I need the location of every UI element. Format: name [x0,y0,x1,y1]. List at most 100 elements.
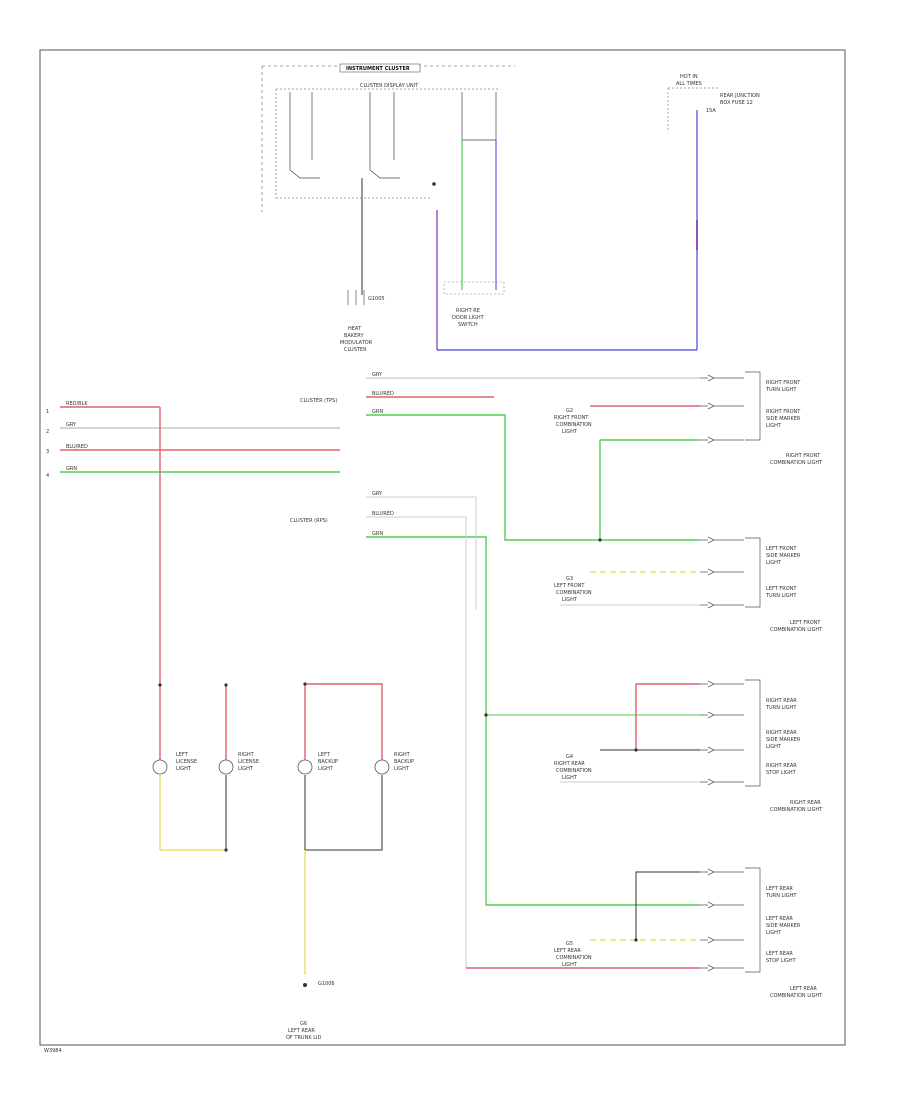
lr-item-1: LEFT REAR [766,886,793,892]
lr-item-4: SIDE MARKER [766,923,801,929]
rf-item-1: RIGHT FRONT [766,380,801,386]
connector-pin-8 [700,711,744,719]
cluster-connectors: CLUSTER (TPS) CLUSTER (RPS) GRY BLU/RED … [290,372,700,969]
instrument-cluster-block: INSTRUMENT CLUSTER CLUSTER DISPLAY UNIT [261,63,515,212]
lr-item-3: LEFT REAR [766,916,793,922]
rf-ground-note-3: COMBINATION [556,422,592,428]
input-num-1: 1 [46,409,49,415]
rr-item-1: RIGHT REAR [766,698,797,704]
connector-pins [700,374,744,972]
right-front-combination-light: G2 RIGHT FRONT COMBINATION LIGHT RIGHT F… [554,371,823,542]
rf-ground-note-2: RIGHT FRONT [554,415,589,421]
ground-left-line-1: HEAT [348,326,362,332]
lf-item-5: TURN LIGHT [765,593,797,599]
input-num-4: 4 [46,473,49,479]
footer-code: W3984 [44,1048,62,1054]
connector-pin-9 [700,746,744,754]
fuse-label-1: HOT IN [680,74,698,80]
lr-ground-note-2: LEFT REAR [554,948,581,954]
lr-title-1: LEFT REAR [790,986,817,992]
input-num-3: 3 [46,449,49,455]
lf-ground-note-3: COMBINATION [556,590,592,596]
bulb-4-label-2: BACKUP [394,759,414,765]
license-backup-lights: LEFT LICENSE LIGHT RIGHT LICENSE LIGHT L… [152,407,414,975]
lr-item-2: TURN LIGHT [765,893,797,899]
bulb-3-label-3: LIGHT [318,766,334,772]
bulb-1-label-2: LICENSE [176,759,197,765]
input-code-3: BLU/RED [66,444,88,450]
bulb-left-license [152,759,168,775]
diagram-frame [39,49,846,1046]
bulb-right-license [218,759,234,775]
rf-item-3: RIGHT FRONT [766,409,801,415]
rr-ground-note-2: RIGHT REAR [554,761,585,767]
rf-item-2: TURN LIGHT [765,387,797,393]
lf-ground-note-2: LEFT FRONT [554,583,585,589]
rf-ground-note-4: LIGHT [562,429,578,435]
connector-pin-3 [700,436,744,444]
bottom-ground-3: OF TRUNK LID [286,1035,321,1041]
rr-item-2: TURN LIGHT [765,705,797,711]
lr-ground-note-4: LIGHT [562,962,578,968]
bulb-1-label-3: LIGHT [176,766,192,772]
rf-item-4: SIDE MARKER [766,416,801,422]
ground-left-line-4: CLUSTER [344,347,367,353]
ground-code-label: G1005 [368,296,385,302]
bulb-right-backup [374,759,390,775]
bulb-4-label-3: LIGHT [394,766,410,772]
fuse-label-3: REAR JUNCTION [720,93,760,99]
bulb-2-label-3: LIGHT [238,766,254,772]
fuse-label-4: BOX FUSE 12 [720,100,753,106]
bottom-ground-2: LEFT REAR [288,1028,315,1034]
bulb-3-label-1: LEFT [318,752,331,758]
lf-item-1: LEFT FRONT [766,546,797,552]
connector-pin-6 [700,601,744,609]
connector-pin-2 [700,402,744,410]
c2-wire-2: BLU/RED [372,511,394,517]
c1-wire-1: GRY [372,372,383,378]
input-code-2: GRY [66,422,77,428]
lf-ground-note-1: G3 [566,576,573,582]
bulb-left-backup [297,759,313,775]
c1-wire-3: GRN [372,409,383,415]
lr-ground-note-1: G5 [566,941,573,947]
input-code-1: RED/BLK [66,401,88,407]
lf-item-2: SIDE MARKER [766,553,801,559]
connector-pin-1 [700,374,744,382]
blue-feed-loop [436,110,698,351]
connector-pin-7 [700,680,744,688]
bulb-4-label-1: RIGHT [394,752,411,758]
lf-ground-note-4: LIGHT [562,597,578,603]
right-rear-combination-light: G4 RIGHT REAR COMBINATION LIGHT RIGHT RE… [554,679,823,813]
rear-junction-box: HOT IN ALL TIMES REAR JUNCTION BOX FUSE … [667,74,760,132]
left-input-bus: 1 2 3 4 RED/BLK GRY BLU/RED GRN [46,401,340,479]
rr-title-2: COMBINATION LIGHT [770,807,823,813]
connector-pin-13 [700,936,744,944]
connector-pin-14 [700,964,744,972]
fuse-label-2: ALL TIMES [676,81,702,87]
rr-ground-note-4: LIGHT [562,775,578,781]
lf-title-2: COMBINATION LIGHT [770,627,823,633]
bottom-ground-code: G1006 [318,981,335,987]
door-switch-label-1: RIGHT RE [456,308,480,314]
lf-item-3: LIGHT [766,560,782,566]
rr-ground-note-3: COMBINATION [556,768,592,774]
rf-title-1: RIGHT FRONT [786,453,821,459]
rr-item-4: SIDE MARKER [766,737,801,743]
c2-wire-3: GRN [372,531,383,537]
input-num-2: 2 [46,429,49,435]
lr-item-5: LIGHT [766,930,782,936]
input-code-4: GRN [66,466,77,472]
cluster-header-label: INSTRUMENT CLUSTER [346,66,410,72]
connector-c1-label: CLUSTER (TPS) [300,398,337,404]
lr-item-7: STOP LIGHT [766,958,797,964]
left-rear-combination-light: G5 LEFT REAR COMBINATION LIGHT LEFT REAR… [554,867,823,999]
ground-g1005-circuit: G1005 HEAT BAKERY MODULATOR CLUSTER [340,178,385,353]
bulb-3-label-2: BACKUP [318,759,338,765]
connector-pin-12 [700,901,744,909]
door-switch-label-3: SWITCH [458,322,478,328]
rr-ground-note-1: G4 [566,754,573,760]
fuse-label-5: 15A [706,108,716,114]
rf-ground-note-1: G2 [566,408,573,414]
ground-left-line-3: MODULATOR [340,340,373,346]
